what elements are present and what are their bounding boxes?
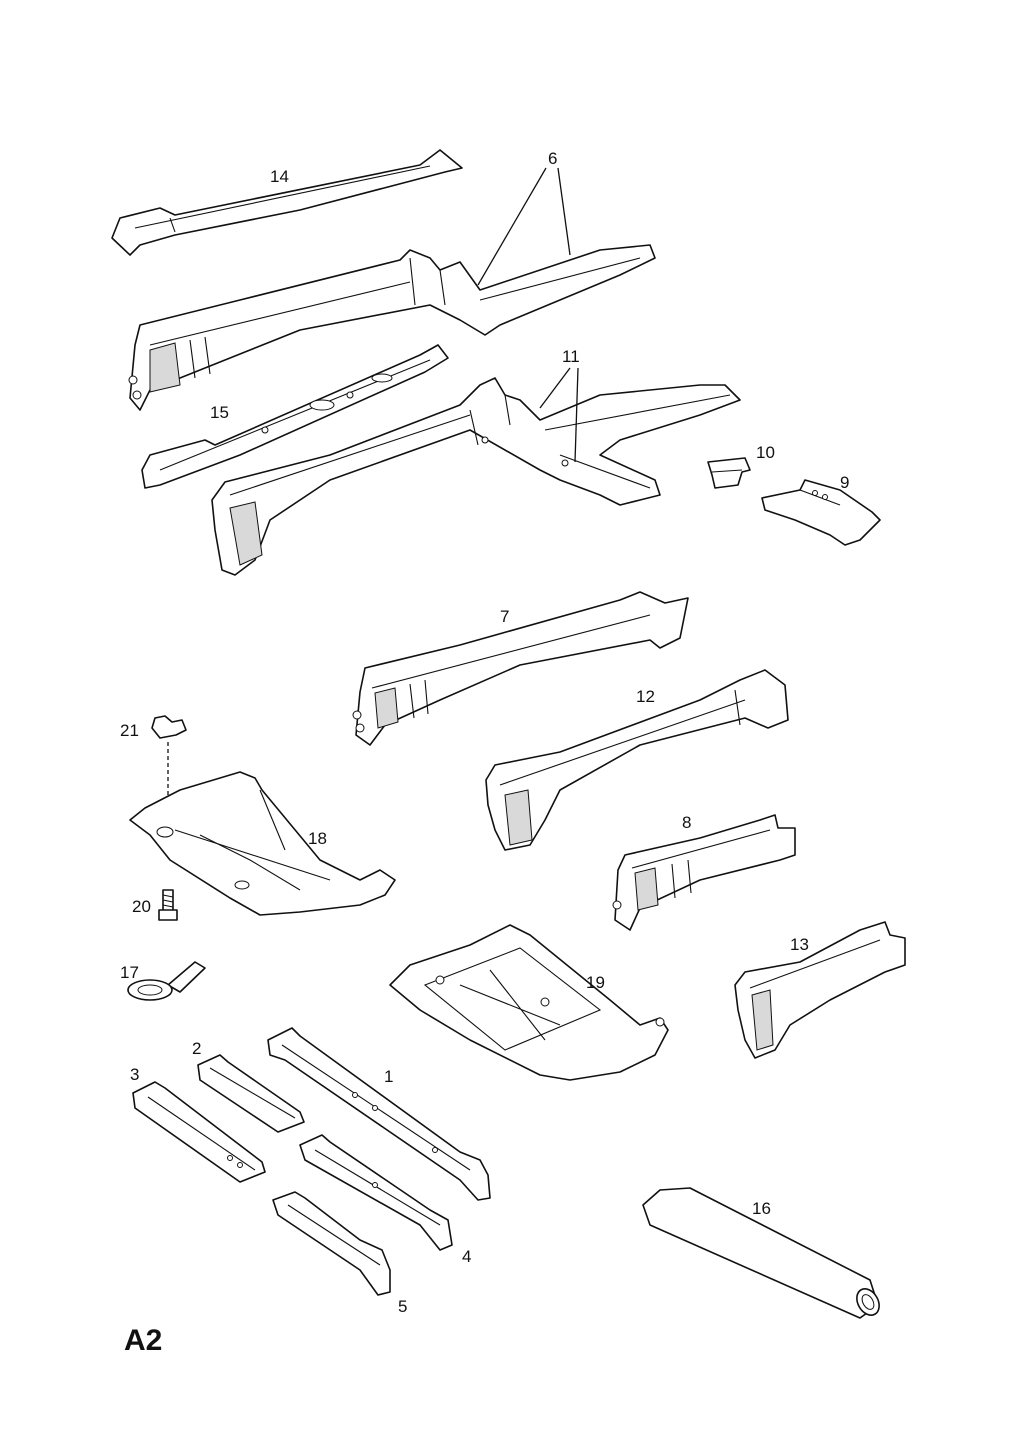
part-16-tube bbox=[642, 1187, 880, 1319]
callout-9: 9 bbox=[840, 473, 849, 492]
callouts: 14 6 11 15 10 9 7 12 21 18 8 20 13 19 17… bbox=[120, 149, 849, 1316]
callout-11: 11 bbox=[562, 347, 580, 366]
part-15-reinforcement bbox=[141, 344, 449, 489]
part-1-crossmember bbox=[267, 1027, 491, 1201]
part-10-bracket bbox=[707, 457, 751, 489]
callout-2: 2 bbox=[192, 1039, 201, 1058]
part-12-member bbox=[485, 669, 789, 851]
part-20-bolt bbox=[158, 889, 178, 921]
callout-16: 16 bbox=[752, 1199, 771, 1218]
part-17-tow-eye bbox=[127, 961, 206, 1001]
part-6-side-member bbox=[128, 244, 656, 411]
leader-lines bbox=[477, 167, 579, 463]
sheet-code: A2 bbox=[124, 1324, 162, 1357]
part-7-member bbox=[352, 591, 689, 746]
callout-7: 7 bbox=[500, 607, 509, 626]
callout-19: 19 bbox=[586, 973, 605, 992]
callout-4: 4 bbox=[462, 1247, 471, 1266]
part-14-rail-strip bbox=[111, 149, 463, 256]
part-21-clip bbox=[151, 715, 187, 739]
callout-17: 17 bbox=[120, 963, 139, 982]
part-9-bracket bbox=[761, 479, 881, 546]
part-2-crossmember bbox=[197, 1054, 305, 1133]
callout-12: 12 bbox=[636, 687, 655, 706]
part-11-frame-member bbox=[211, 377, 741, 576]
callout-18: 18 bbox=[308, 829, 327, 848]
part-8-member bbox=[612, 814, 796, 931]
part-5-crossmember bbox=[272, 1191, 391, 1296]
callout-6: 6 bbox=[548, 149, 557, 168]
callout-5: 5 bbox=[398, 1297, 407, 1316]
callout-21: 21 bbox=[120, 721, 139, 740]
callout-1: 1 bbox=[384, 1067, 393, 1086]
callout-14: 14 bbox=[270, 167, 289, 186]
callout-10: 10 bbox=[756, 443, 775, 462]
part-19-floor-pan bbox=[389, 924, 669, 1081]
callout-13: 13 bbox=[790, 935, 809, 954]
callout-3: 3 bbox=[130, 1065, 139, 1084]
part-4-crossmember bbox=[299, 1134, 453, 1251]
part-13-member bbox=[734, 921, 906, 1059]
part-3-crossmember bbox=[132, 1081, 266, 1183]
part-18-shield bbox=[129, 771, 396, 916]
callout-15: 15 bbox=[210, 403, 229, 422]
callout-8: 8 bbox=[682, 813, 691, 832]
callout-20: 20 bbox=[132, 897, 151, 916]
